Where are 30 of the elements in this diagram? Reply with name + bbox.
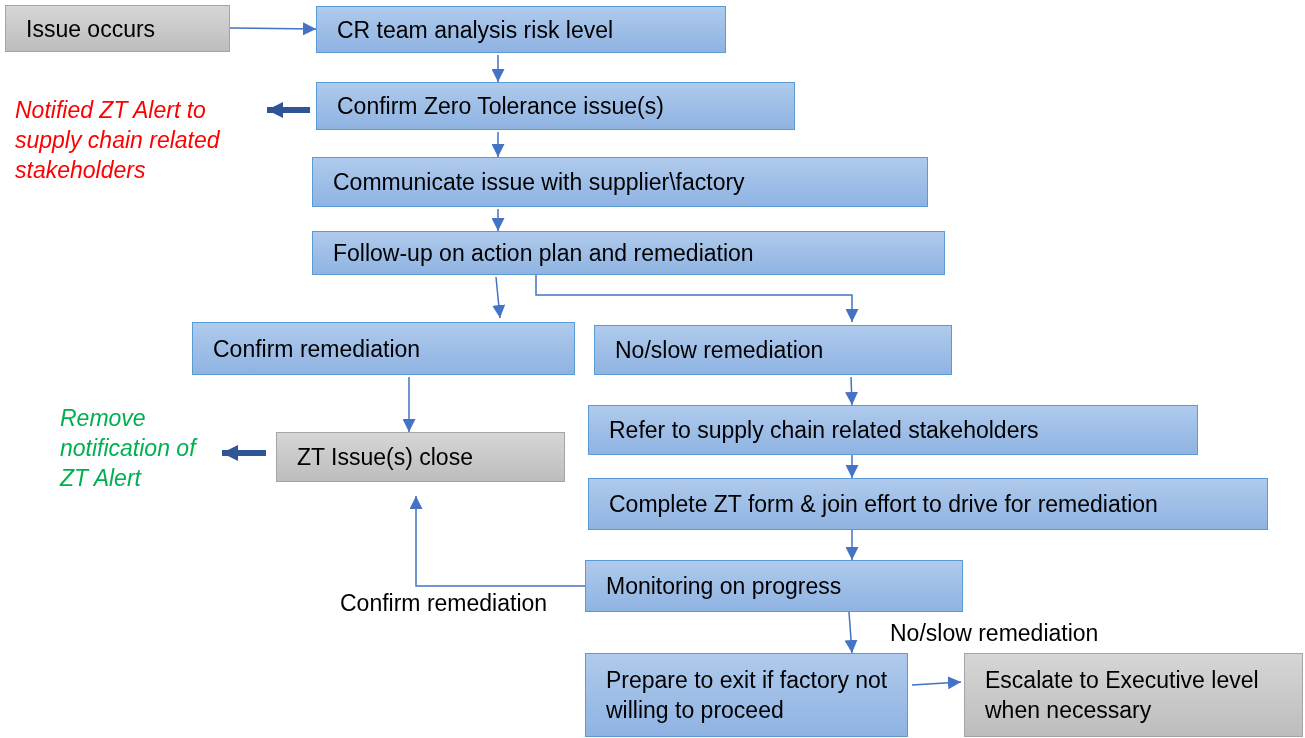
block-arrow	[222, 445, 266, 461]
arrow	[535, 274, 859, 323]
arrow	[845, 529, 859, 561]
process-box: Confirm remediation	[192, 322, 575, 375]
process-box: No/slow remediation	[594, 325, 952, 375]
arrow	[845, 454, 859, 479]
block-arrow	[267, 102, 310, 118]
arrow	[911, 676, 962, 690]
process-box: Prepare to exit if factory not willing to proceed	[585, 653, 908, 737]
arrow	[491, 54, 505, 83]
note-text: Remove notification of ZT Alert	[60, 403, 200, 497]
process-box: Follow-up on action plan and remediation	[312, 231, 945, 275]
arrow	[845, 376, 859, 406]
process-box: Communicate issue with supplier\factory	[312, 157, 928, 207]
arrow	[402, 376, 416, 433]
arrow	[491, 131, 505, 158]
arrow	[844, 611, 858, 654]
note-text: Notified ZT Alert to supply chain related stakeholders	[15, 95, 267, 219]
arrow	[409, 495, 586, 587]
terminal-box: Escalate to Executive level when necessary	[964, 653, 1303, 737]
terminal-box: ZT Issue(s) close	[276, 432, 565, 482]
terminal-box: Issue occurs	[5, 5, 230, 52]
arrow	[229, 22, 317, 36]
arrow	[492, 276, 506, 319]
process-box: Monitoring on progress	[585, 560, 963, 612]
process-box: Refer to supply chain related stakeholders	[588, 405, 1198, 455]
arrow	[491, 208, 505, 232]
process-box: Confirm Zero Tolerance issue(s)	[316, 82, 795, 130]
process-box: CR team analysis risk level	[316, 6, 726, 53]
process-box: Complete ZT form & join effort to drive for remediation	[588, 478, 1268, 530]
